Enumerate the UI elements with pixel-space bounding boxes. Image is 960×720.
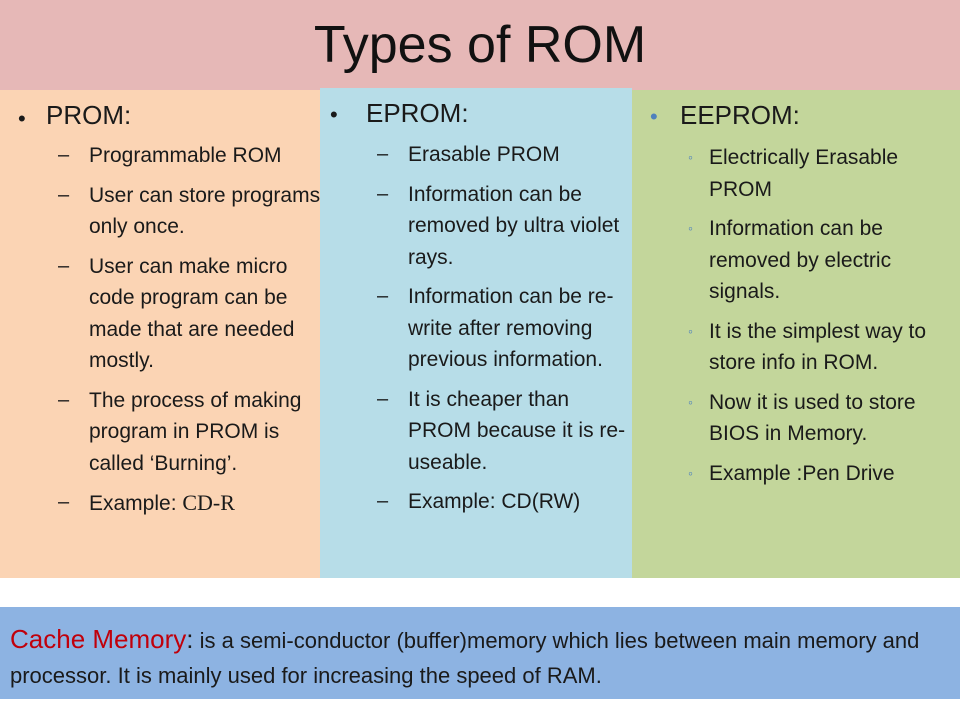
eeprom-list: ◦Electrically Erasable PROM ◦Information… xyxy=(688,142,954,497)
bullet-icon: • xyxy=(650,104,658,129)
prom-list: –Programmable ROM –User can store progra… xyxy=(58,140,321,528)
list-item: ◦Electrically Erasable PROM xyxy=(688,142,954,205)
eeprom-panel: • EEPROM: ◦Electrically Erasable PROM ◦I… xyxy=(632,90,960,578)
ring-bullet-icon: ◦ xyxy=(688,393,693,410)
dash-icon: – xyxy=(377,143,389,165)
list-item: ◦Example :Pen Drive xyxy=(688,458,954,490)
eprom-heading: EPROM: xyxy=(366,98,469,128)
ring-bullet-icon: ◦ xyxy=(688,149,693,165)
bullet-icon: • xyxy=(18,106,26,131)
dash-icon: – xyxy=(377,490,389,512)
title-bar: Types of ROM xyxy=(0,0,960,90)
list-item: –Programmable ROM xyxy=(58,140,321,172)
list-item: –Erasable PROM xyxy=(377,139,630,171)
list-item: ◦Information can be removed by electric … xyxy=(688,213,954,308)
prom-panel: • PROM: –Programmable ROM –User can stor… xyxy=(0,90,320,578)
cache-memory-description: is a semi-conductor (buffer)memory which… xyxy=(10,628,920,688)
dash-icon: – xyxy=(58,144,70,166)
list-item: ◦Now it is used to store BIOS in Memory. xyxy=(688,387,954,450)
bullet-icon: • xyxy=(330,102,338,127)
cache-memory-text: Cache Memory: is a semi-conductor (buffe… xyxy=(10,623,950,695)
slide-title: Types of ROM xyxy=(313,16,647,74)
cache-memory-box: Cache Memory: is a semi-conductor (buffe… xyxy=(0,607,960,699)
list-item: –Information can be removed by ultra vio… xyxy=(377,179,630,274)
list-item: –User can make micro code program can be… xyxy=(58,251,321,377)
ring-bullet-icon: ◦ xyxy=(688,464,693,481)
list-item: –Example: CD(RW) xyxy=(377,486,630,518)
ring-bullet-icon: ◦ xyxy=(688,322,693,339)
eeprom-heading: EEPROM: xyxy=(680,100,800,130)
list-item: –Example: CD-R xyxy=(58,487,321,520)
dash-icon: – xyxy=(58,388,70,411)
list-item: –The process of making program in PROM i… xyxy=(58,385,321,480)
eprom-panel: • EPROM: –Erasable PROM –Information can… xyxy=(320,88,632,578)
ring-bullet-icon: ◦ xyxy=(688,220,693,236)
prom-heading: PROM: xyxy=(46,100,132,130)
cache-memory-colon: : xyxy=(186,624,194,654)
eprom-list: –Erasable PROM –Information can be remov… xyxy=(377,139,630,526)
dash-icon: – xyxy=(377,285,389,307)
cache-memory-term: Cache Memory xyxy=(10,624,187,654)
list-item: –It is cheaper than PROM because it is r… xyxy=(377,384,630,479)
list-item: –User can store programs only once. xyxy=(58,180,321,243)
dash-icon: – xyxy=(377,182,389,205)
dash-icon: – xyxy=(58,254,70,277)
list-item: –Information can be re-write after remov… xyxy=(377,281,630,376)
dash-icon: – xyxy=(377,387,389,410)
dash-icon: – xyxy=(58,491,70,513)
list-item: ◦It is the simplest way to store info in… xyxy=(688,316,954,379)
dash-icon: – xyxy=(58,183,70,206)
prom-example-value: CD-R xyxy=(182,490,235,515)
